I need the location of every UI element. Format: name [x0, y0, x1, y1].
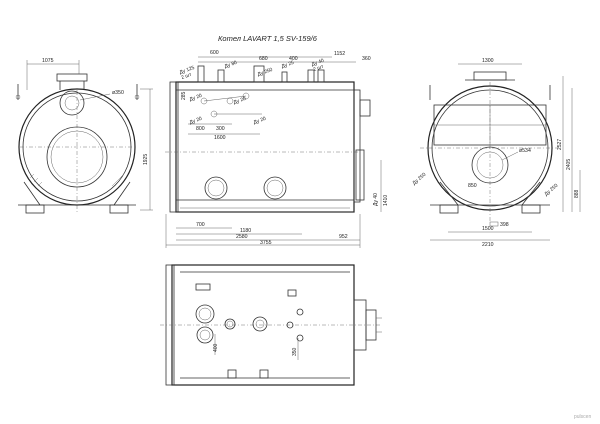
nozzle-du250: Ду 250 [257, 67, 274, 78]
nozzle-du20-b: Ду 20 [233, 96, 247, 106]
nozzle-du20-a: Ду 20 [189, 93, 203, 103]
dim-1300: 1300 [482, 58, 494, 64]
dim-680: 680 [259, 56, 268, 62]
dim-1152: 1152 [334, 51, 345, 57]
drawing-title: Котел LAVART 1,5 SV-159/6 [218, 34, 318, 43]
plan-view: 400 350 [160, 264, 382, 386]
nozzle-du250-right: Ду 250 [543, 183, 559, 198]
dim-285: 285 [181, 91, 187, 100]
dim-850: 850 [468, 183, 477, 189]
dim-2210: 2210 [482, 242, 494, 248]
dim-1075: 1075 [42, 58, 54, 64]
nozzle-du250-left: Ду 250 [411, 172, 427, 187]
dim-1925: 1925 [143, 154, 149, 165]
nozzle-du80: Ду 80 [224, 60, 238, 70]
dim-300: 300 [216, 126, 225, 132]
nozzle-du40-side: Ду 40 [373, 193, 379, 206]
nozzle-du20-d: Ду 20 [253, 116, 267, 126]
dim-1500: 1500 [482, 226, 494, 232]
dim-700: 700 [196, 222, 205, 228]
dim-1180: 1180 [240, 228, 251, 234]
right-end-view: 1300 1500 2210 2527 2405 888 ø534 Ду 250… [411, 58, 581, 248]
dim-1410: 1410 [383, 195, 389, 206]
dim-1600: 1600 [214, 135, 226, 141]
left-end-view: 1075 ø350 1925 [15, 58, 153, 214]
dim-398: 398 [500, 222, 509, 228]
nozzle-du20-c: Ду 20 [189, 116, 203, 126]
dim-2405: 2405 [566, 159, 572, 170]
dim-3755: 3755 [260, 240, 272, 246]
dim-800: 800 [196, 126, 205, 132]
dim-400: 400 [289, 56, 298, 62]
front-side-view: Ду 1252 шт Ду 80 Ду 250 Ду 25 Ду 402 шт … [165, 50, 389, 248]
dim-360: 360 [362, 56, 371, 62]
dim-888: 888 [574, 189, 580, 198]
nozzle-du125: Ду 1252 шт [179, 65, 198, 81]
dim-2527: 2527 [557, 139, 563, 150]
dim-952: 952 [339, 234, 348, 240]
dim-600: 600 [210, 50, 219, 56]
watermark: pulscen [574, 414, 591, 420]
dim-2580: 2580 [236, 234, 248, 240]
dim-d534: ø534 [519, 148, 531, 154]
nozzle-du40: Ду 402 шт [311, 58, 327, 73]
nozzle-du25: Ду 25 [281, 60, 295, 70]
dim-350-plan: 350 [292, 347, 298, 356]
dim-400-plan: 400 [213, 343, 219, 352]
dim-d350: ø350 [112, 90, 124, 96]
